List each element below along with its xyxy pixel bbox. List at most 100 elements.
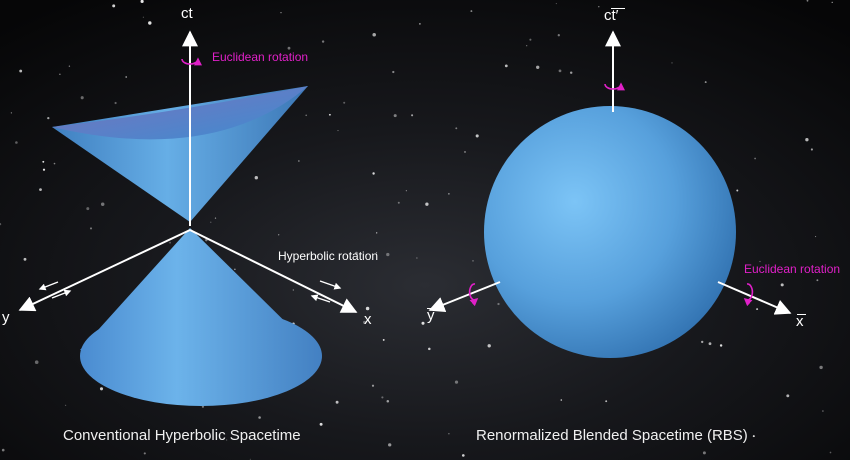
star xyxy=(1,448,5,452)
left-ct-axis-label: ct xyxy=(181,5,193,22)
star xyxy=(365,306,370,311)
star xyxy=(557,34,560,37)
star xyxy=(805,138,809,142)
right-y-axis-label: y xyxy=(427,307,435,324)
y-rotation-arrow-lower xyxy=(51,289,72,299)
ct-prime-overbar xyxy=(611,8,625,9)
lower-cone-base xyxy=(80,306,322,406)
star xyxy=(363,320,366,324)
hyperbolic-rotation-arrows xyxy=(38,280,342,303)
star xyxy=(416,257,418,259)
star xyxy=(143,452,146,455)
star xyxy=(343,101,346,104)
star xyxy=(816,279,819,282)
star xyxy=(392,70,395,74)
star xyxy=(86,207,90,211)
star xyxy=(319,422,323,426)
y-bar-axis xyxy=(428,281,501,313)
y-axis xyxy=(18,229,191,312)
y-euclidean-rotation-icon xyxy=(468,283,479,307)
star xyxy=(376,252,378,254)
star xyxy=(780,283,784,287)
right-x-axis-label: x xyxy=(796,313,804,330)
x-bar-axis xyxy=(717,281,792,315)
star xyxy=(59,73,61,75)
star xyxy=(671,62,673,64)
star xyxy=(335,400,339,404)
star xyxy=(504,64,508,68)
star xyxy=(555,3,557,5)
star xyxy=(810,148,813,151)
star xyxy=(372,172,375,175)
star xyxy=(68,65,71,67)
star xyxy=(210,221,212,223)
star xyxy=(759,260,761,263)
star xyxy=(42,168,46,171)
right-axes xyxy=(428,30,792,315)
star xyxy=(23,257,27,261)
star xyxy=(829,451,832,454)
star xyxy=(752,435,755,438)
star xyxy=(214,217,217,219)
star xyxy=(64,404,67,406)
star xyxy=(287,46,291,50)
star xyxy=(337,130,339,132)
star xyxy=(487,344,491,348)
star xyxy=(226,439,228,441)
x-rotation-arrow-lower xyxy=(310,294,331,303)
star xyxy=(605,400,608,403)
star xyxy=(386,252,390,257)
star xyxy=(382,338,385,341)
x-axis xyxy=(189,229,358,313)
star xyxy=(411,114,414,117)
star xyxy=(148,21,152,25)
star xyxy=(754,157,756,160)
star xyxy=(140,0,144,3)
right-caption: Renormalized Blended Spacetime (RBS) xyxy=(476,427,748,444)
hyperbolic-rotation-label: Hyperbolic rotation xyxy=(278,249,379,263)
star xyxy=(472,260,474,262)
star xyxy=(475,134,479,138)
star xyxy=(47,116,50,120)
x-euclidean-rotation-icon xyxy=(743,283,754,307)
star xyxy=(376,232,378,234)
star xyxy=(355,251,358,255)
star xyxy=(598,6,600,8)
star xyxy=(321,40,325,43)
star xyxy=(425,202,429,206)
star xyxy=(529,38,532,41)
star xyxy=(112,4,116,8)
star xyxy=(397,201,400,204)
star xyxy=(298,160,300,162)
star xyxy=(292,289,294,291)
star xyxy=(756,308,759,311)
star xyxy=(526,45,528,47)
star xyxy=(719,344,723,347)
star xyxy=(819,365,823,370)
star xyxy=(142,16,145,18)
star xyxy=(305,114,308,117)
star xyxy=(205,238,208,242)
star xyxy=(569,71,573,74)
star xyxy=(254,176,258,180)
x-bar-overbar xyxy=(797,314,806,315)
star xyxy=(34,360,39,364)
x-rotation-arrow-upper xyxy=(319,280,342,290)
blended-spacetime-sphere xyxy=(484,106,736,358)
y-rotation-arrow-upper xyxy=(38,281,59,291)
star xyxy=(39,188,42,191)
double-light-cone xyxy=(52,86,322,406)
ct-euclidean-rotation-icon xyxy=(604,82,625,91)
star xyxy=(831,1,833,4)
star xyxy=(448,433,450,435)
star xyxy=(80,96,84,100)
star xyxy=(464,151,466,153)
star xyxy=(381,396,384,399)
star xyxy=(278,234,280,236)
star xyxy=(558,69,562,73)
star xyxy=(702,451,706,455)
star xyxy=(114,101,117,105)
star xyxy=(99,387,104,391)
